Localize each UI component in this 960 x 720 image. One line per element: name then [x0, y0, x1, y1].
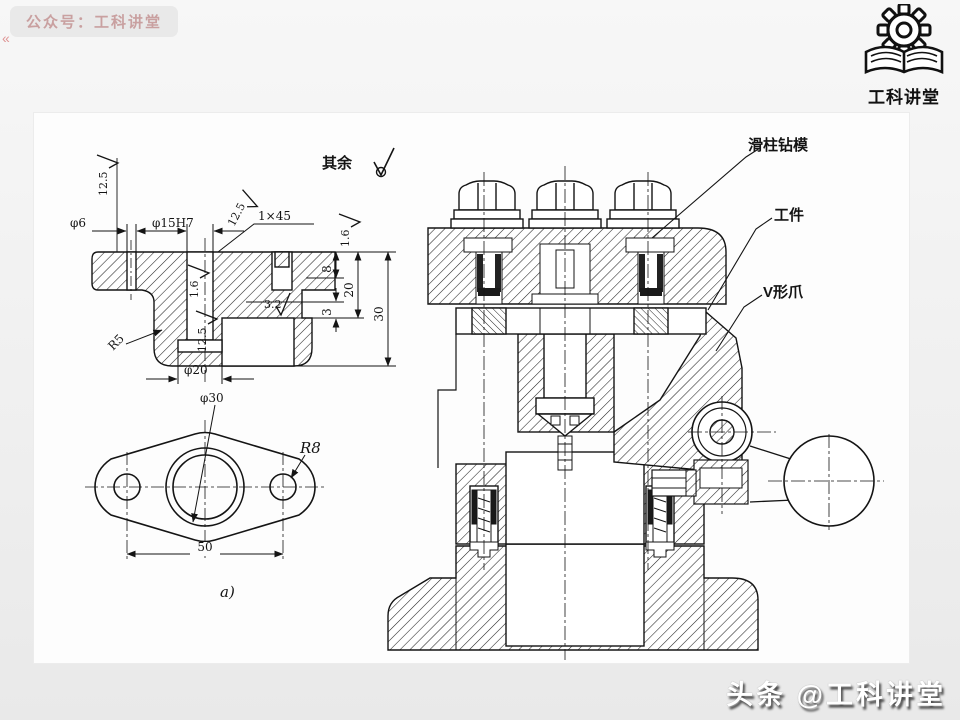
top-view-dimensions — [126, 404, 306, 558]
svg-text:1.6: 1.6 — [188, 281, 201, 299]
surface-3-2-label: 3.2 — [264, 298, 282, 311]
step-recess — [221, 317, 295, 367]
dim-chamfer: 1×45 — [258, 209, 291, 223]
logo-text: 工科讲堂 — [868, 88, 940, 107]
brand-logo: 工科讲堂 — [856, 2, 952, 108]
svg-text:12.5: 12.5 — [225, 201, 248, 229]
general-roughness-note: 其余 — [322, 147, 395, 178]
hex-bolt-left — [450, 180, 524, 229]
surface-12-5-chamfer: 12.5 — [225, 189, 259, 229]
dim-phi30: φ30 — [200, 391, 224, 405]
dim-r8: R8 — [299, 439, 321, 457]
svg-text:12.5: 12.5 — [97, 172, 110, 197]
book-icon — [864, 45, 944, 74]
middle-cavity — [505, 451, 645, 545]
spring-pin-right — [645, 489, 675, 558]
right-slot-plug — [274, 251, 290, 268]
hex-bolt-right — [606, 180, 680, 229]
gear-book-icon — [864, 2, 944, 74]
dim-30: 30 — [372, 306, 386, 321]
column-bore — [543, 333, 587, 399]
section-dimensions — [92, 158, 396, 384]
surface-12-5-top: 12.5 — [96, 154, 120, 197]
callout-workpiece: 工件 — [774, 206, 804, 224]
base-cavity — [505, 543, 645, 647]
footer-credit: 头条 @工科讲堂 — [726, 680, 946, 710]
spring-pin-left — [469, 489, 499, 558]
callout-vclaw: V形爪 — [763, 283, 804, 301]
surface-1-6-bore: 1.6 — [187, 264, 211, 299]
roughness-circle-icon — [375, 166, 387, 178]
wechat-badge: 公众号：工科讲堂 — [10, 6, 179, 37]
surface-3-2-check — [275, 292, 291, 317]
dim-3: 3 — [320, 308, 334, 316]
surface-1-6-right: 1.6 — [338, 213, 362, 248]
section-view: φ6 φ15H7 1×45 12.5 12.5 1.6 12.5 3.2 — [70, 154, 396, 384]
hole-phi6 — [126, 251, 137, 291]
callout-leaders — [651, 147, 773, 352]
surface-12-5-boss: 12.5 — [195, 310, 219, 353]
callout-jig: 滑柱钻模 — [748, 136, 809, 154]
counterbore — [177, 339, 223, 353]
dim-20: 20 — [342, 282, 356, 297]
workpiece-hatch-left — [471, 307, 507, 335]
red-chevron: « — [2, 30, 10, 46]
dim-r5: R5 — [105, 331, 127, 353]
assembly-centerlines — [483, 166, 884, 660]
view-caption-a: a) — [220, 583, 235, 601]
dim-phi15h7: φ15H7 — [152, 216, 194, 230]
svg-text:1.6: 1.6 — [339, 230, 352, 248]
dim-50: 50 — [197, 540, 212, 554]
roughness-check-icon — [373, 147, 395, 177]
dim-phi6: φ6 — [70, 216, 86, 230]
dim-phi20: φ20 — [184, 363, 208, 377]
note-rest-label: 其余 — [322, 154, 353, 172]
left-wall — [437, 334, 457, 468]
dim-8: 8 — [320, 265, 334, 273]
top-view-centerlines — [85, 420, 325, 562]
top-view: φ30 R8 50 a) — [85, 391, 325, 601]
assembly-view: 滑柱钻模 工件 V形爪 — [387, 136, 884, 660]
svg-text:12.5: 12.5 — [196, 328, 209, 353]
gear-icon — [876, 2, 932, 58]
workpiece-hatch-right — [633, 307, 669, 335]
